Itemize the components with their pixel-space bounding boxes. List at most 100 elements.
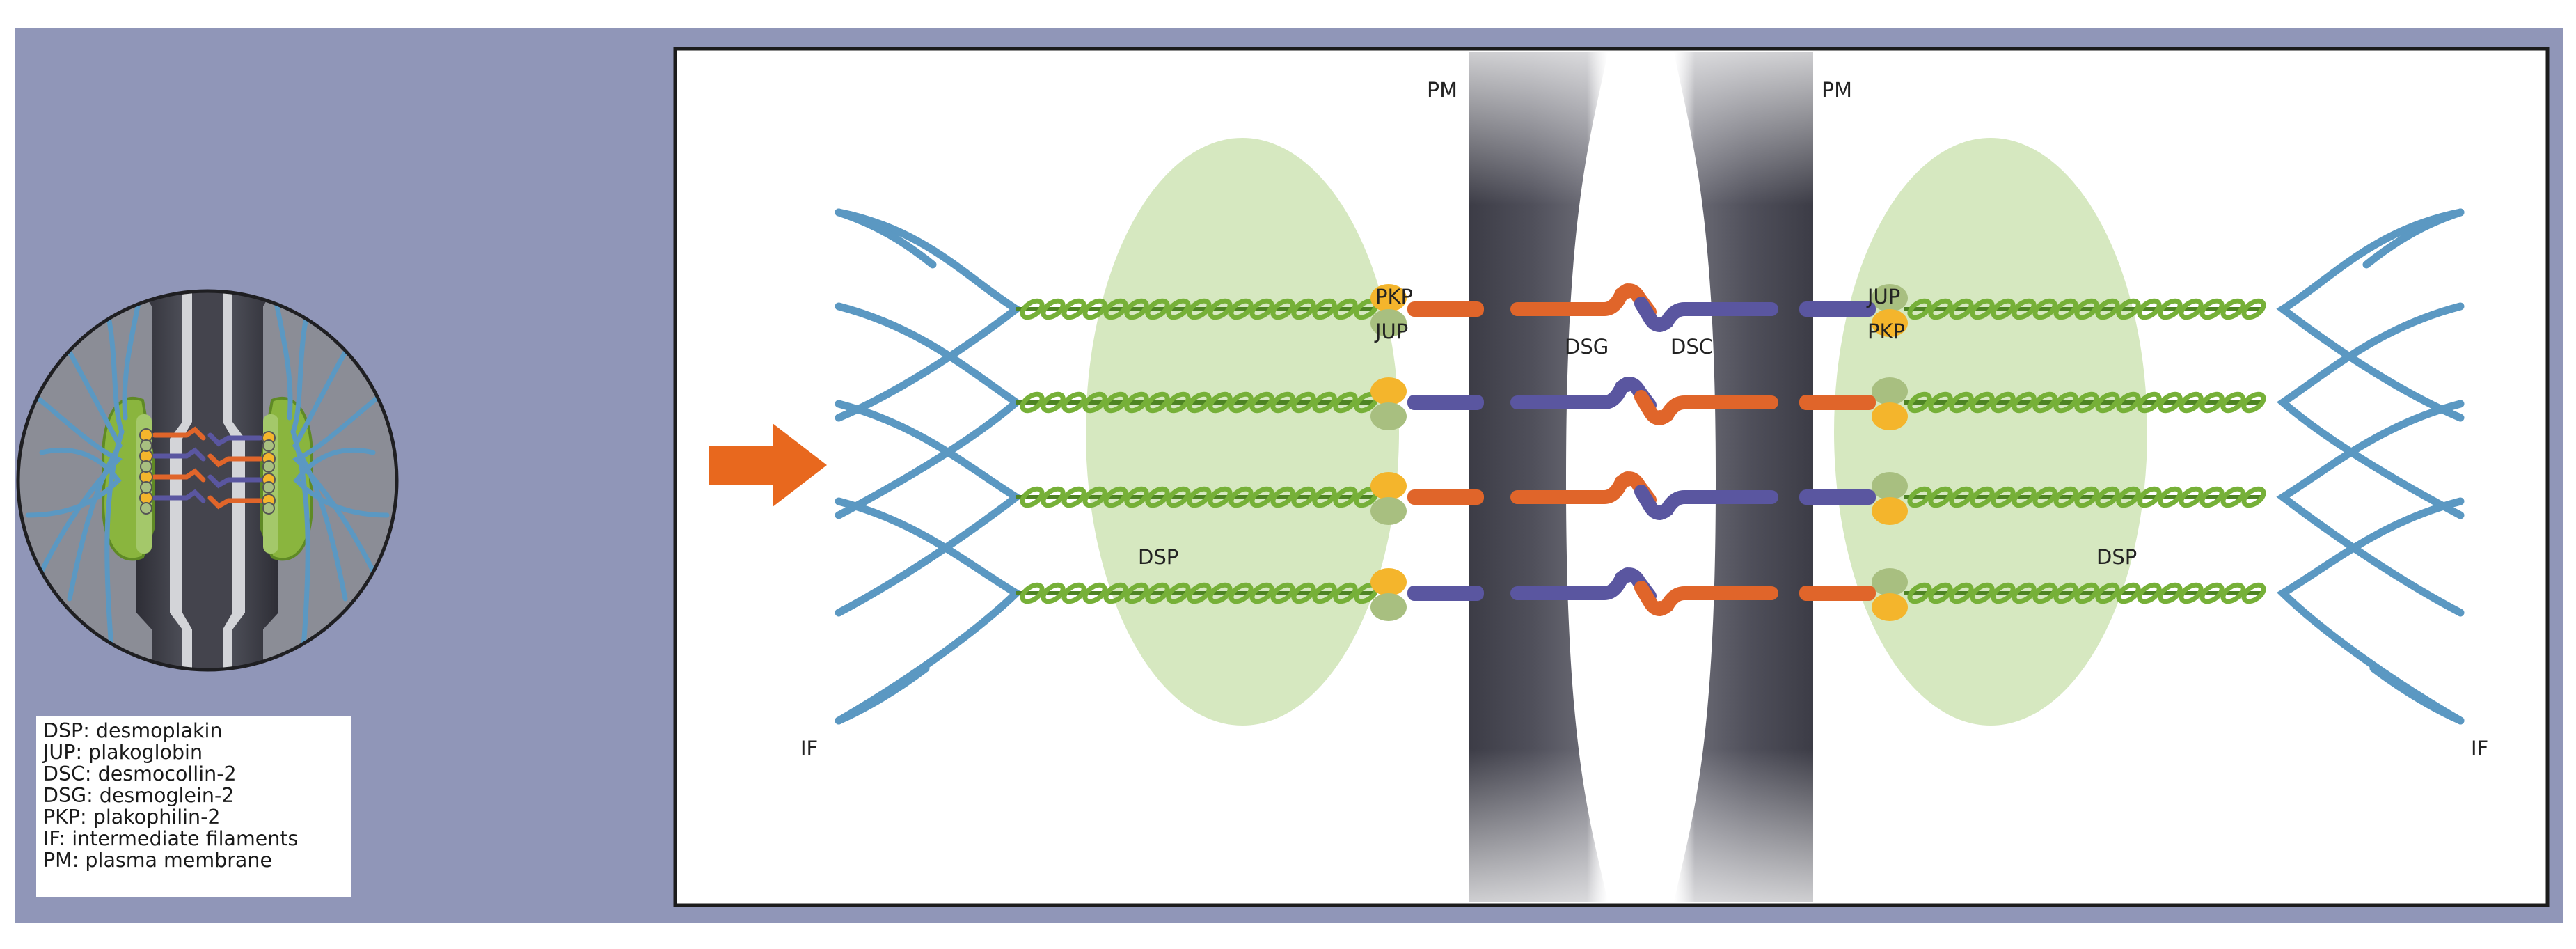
overview-circle bbox=[16, 289, 399, 672]
dsp-coil bbox=[1333, 391, 1358, 414]
dsp-coil bbox=[2032, 582, 2057, 604]
dsp-coil bbox=[2074, 298, 2099, 320]
dsp-coil bbox=[2179, 582, 2204, 604]
dsp-coil bbox=[1991, 582, 2016, 604]
dsp-blob-left bbox=[1086, 138, 1399, 726]
pm-label-right: PM bbox=[1822, 79, 1852, 103]
mini-jup-left bbox=[140, 439, 152, 452]
dsp-coil bbox=[2032, 298, 2057, 320]
mini-cadherin-left bbox=[152, 447, 206, 462]
jup-ball-right bbox=[1872, 284, 1908, 312]
dsp-coil bbox=[2137, 298, 2162, 320]
dsp-coil bbox=[2199, 582, 2225, 604]
dsp-coil bbox=[2053, 582, 2078, 604]
dsp-coil bbox=[1020, 486, 1045, 508]
jup-ball-right bbox=[1872, 377, 1908, 405]
cadherin-knob-right bbox=[1652, 410, 1668, 425]
junction-row bbox=[1016, 377, 2266, 430]
dsp-coil bbox=[2116, 486, 2141, 508]
dsp-coil bbox=[1124, 582, 1149, 604]
plasma-membrane-right bbox=[1667, 52, 1813, 902]
dsp-coil bbox=[1208, 391, 1233, 414]
legend-item-pkp: PKP: plakophilin-2 bbox=[43, 806, 221, 829]
dsp-coil bbox=[1124, 486, 1149, 508]
dsp-coil bbox=[2199, 486, 2225, 508]
mini-if-left bbox=[122, 297, 142, 421]
dsp-coil bbox=[1249, 391, 1274, 414]
cadherin-stub-right bbox=[1799, 489, 1876, 505]
dsp-coil bbox=[1333, 486, 1358, 508]
dsp-coil bbox=[1228, 582, 1254, 604]
dsp-coil bbox=[1312, 582, 1337, 604]
dsp-coil bbox=[1187, 582, 1212, 604]
dsp-coil bbox=[2012, 486, 2037, 508]
legend-item-dsg: DSG: desmoglein-2 bbox=[43, 784, 235, 807]
dsp-coil bbox=[1270, 391, 1295, 414]
dsp-coil bbox=[1970, 582, 1995, 604]
dsp-coil bbox=[1270, 298, 1295, 320]
dsp-coil bbox=[1249, 582, 1274, 604]
dsp-coil bbox=[1166, 486, 1191, 508]
if-filament-right bbox=[2362, 208, 2465, 269]
jup-ball-right bbox=[1872, 568, 1908, 596]
zoom-arrow bbox=[709, 423, 827, 507]
mini-if-left bbox=[25, 447, 122, 518]
dsp-coil bbox=[1103, 391, 1128, 414]
dsp-coil bbox=[1187, 391, 1212, 414]
dsp-coil bbox=[1907, 582, 1932, 604]
if-filament-left bbox=[835, 208, 937, 269]
mini-cadherin-right bbox=[207, 432, 263, 447]
dsp-coil bbox=[2116, 298, 2141, 320]
dsp-coil bbox=[1312, 391, 1337, 414]
dsp-coil bbox=[1041, 298, 1066, 320]
dsp-coil bbox=[1291, 486, 1316, 508]
mini-jup-left bbox=[140, 460, 152, 473]
dsp-coil bbox=[1061, 298, 1086, 320]
dsp-coil bbox=[2074, 486, 2099, 508]
dsp-coil bbox=[2012, 391, 2037, 414]
cadherin-stub-right bbox=[1799, 301, 1876, 317]
dsp-coil bbox=[1020, 391, 1045, 414]
dsp-coil bbox=[2241, 486, 2266, 508]
dsp-coil bbox=[1103, 298, 1128, 320]
cadherin-knob-right bbox=[1652, 505, 1668, 520]
dsp-coil bbox=[1208, 582, 1233, 604]
mini-jup-right bbox=[262, 439, 275, 452]
jup-ball-left bbox=[1370, 497, 1407, 525]
mini-if-right bbox=[290, 297, 313, 650]
dsp-coil bbox=[1949, 298, 1974, 320]
legend-item-dsc: DSC: desmocollin-2 bbox=[43, 762, 237, 785]
legend-item-jup: JUP: plakoglobin bbox=[43, 741, 203, 764]
cadherin-stub-left bbox=[1407, 489, 1484, 505]
cadherin-knob-left bbox=[1620, 377, 1635, 392]
dsp-coil bbox=[1103, 582, 1128, 604]
legend-item-dsp: DSP: desmoplakin bbox=[43, 719, 223, 742]
dsp-coil bbox=[2074, 582, 2099, 604]
dsp-coil bbox=[1312, 298, 1337, 320]
pkp-ball-left bbox=[1370, 377, 1407, 405]
dsp-coil bbox=[1082, 582, 1107, 604]
dsp-coil bbox=[2199, 391, 2225, 414]
cadherin-stub-right bbox=[1799, 586, 1876, 601]
dsp-coil bbox=[1291, 582, 1316, 604]
dsp-coil bbox=[2116, 582, 2141, 604]
dsp-coil bbox=[2095, 486, 2120, 508]
dsp-coil bbox=[2137, 486, 2162, 508]
dsp-coil bbox=[1103, 486, 1128, 508]
dsp-coil bbox=[1082, 391, 1107, 414]
dsp-coil bbox=[1082, 298, 1107, 320]
mini-if-right bbox=[273, 297, 293, 421]
junction-row bbox=[1016, 283, 2266, 337]
dsp-coil bbox=[2241, 298, 2266, 320]
pkp-label-right: PKP bbox=[1867, 320, 1905, 343]
dsp-coil bbox=[1949, 486, 1974, 508]
dsp-label-right: DSP bbox=[2096, 545, 2137, 569]
jup-ball-left bbox=[1370, 593, 1407, 621]
legend-item-if: IF: intermediate filaments bbox=[43, 827, 299, 850]
mini-cadherin-left bbox=[152, 426, 206, 441]
dsp-coil bbox=[1949, 582, 1974, 604]
dsp-coil bbox=[1166, 298, 1191, 320]
dsp-coil bbox=[1145, 582, 1170, 604]
